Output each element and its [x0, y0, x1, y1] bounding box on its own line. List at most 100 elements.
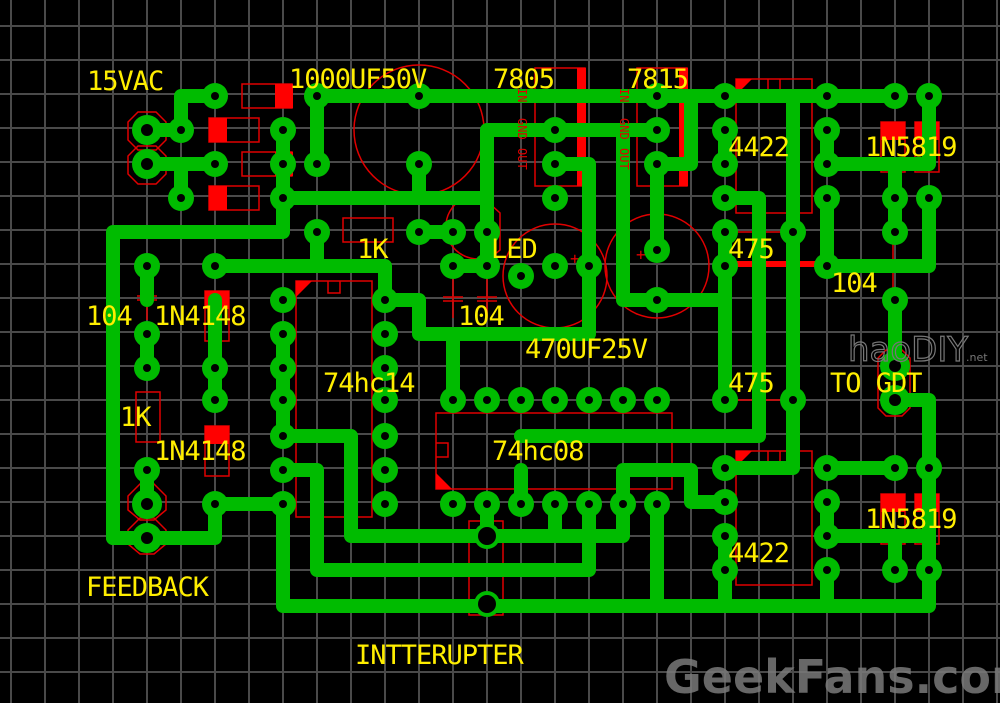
- drill-hole: [721, 566, 729, 574]
- drill-hole: [653, 160, 661, 168]
- drill-hole: [415, 160, 423, 168]
- drill-hole: [721, 194, 729, 202]
- label-1n5819-top: 1N5819: [865, 132, 957, 163]
- trace: [820, 89, 936, 239]
- drill-hole: [381, 432, 389, 440]
- drill-hole: [478, 595, 496, 613]
- driver-4422-bottom-outline: [735, 450, 813, 586]
- drill-hole: [721, 228, 729, 236]
- ic-74hc14-outline: [295, 280, 373, 518]
- label-470uf25v: 470UF25V: [525, 334, 648, 365]
- drill-hole: [279, 160, 287, 168]
- label-4422-top: 4422: [728, 132, 789, 163]
- drill-hole: [381, 296, 389, 304]
- reg-7815-heatsink: [679, 68, 688, 186]
- drill-hole: [721, 464, 729, 472]
- drill-hole: [891, 566, 899, 574]
- diode-1n4148-bottom-cathode: [205, 426, 229, 444]
- drill-hole: [381, 466, 389, 474]
- label-led: LED: [491, 234, 537, 265]
- drill-hole: [789, 228, 797, 236]
- drill-hole: [483, 262, 491, 270]
- drill-hole: [891, 296, 899, 304]
- drill-hole: [279, 126, 287, 134]
- label-74hc14: 74hc14: [323, 368, 415, 399]
- drill-hole: [211, 160, 219, 168]
- drill-hole: [141, 158, 153, 170]
- drill-hole: [653, 296, 661, 304]
- label-74hc08: 74hc08: [492, 436, 584, 467]
- drill-hole: [653, 126, 661, 134]
- label-1n4148-bottom: 1N4148: [154, 436, 246, 467]
- res-1k-left-outline: [135, 391, 161, 443]
- trace: [480, 463, 732, 613]
- drill-hole: [585, 262, 593, 270]
- drill-hole: [177, 194, 185, 202]
- label-1n5819-bottom: 1N5819: [865, 504, 957, 535]
- drill-hole: [551, 160, 559, 168]
- drill-hole: [449, 396, 457, 404]
- drill-hole: [143, 262, 151, 270]
- pin1-marker: [296, 281, 312, 297]
- label-intterupter: INTTERUPTER: [355, 640, 525, 671]
- label-1n4148-top: 1N4148: [154, 301, 246, 332]
- drill-hole: [449, 500, 457, 508]
- label-15vac: 15VAC: [87, 66, 163, 97]
- drill-hole: [823, 160, 831, 168]
- drill-hole: [925, 92, 933, 100]
- drill-hole: [551, 262, 559, 270]
- drill-hole: [889, 360, 901, 372]
- drill-hole: [823, 566, 831, 574]
- bridge-diode-cathode: [209, 118, 227, 142]
- drill-hole: [925, 194, 933, 202]
- drill-hole: [517, 272, 525, 280]
- label-475-bottom: 475: [728, 368, 774, 399]
- trace: [208, 225, 460, 341]
- schottky-bottom-cathode-1: [881, 494, 905, 512]
- drill-hole: [721, 126, 729, 134]
- pads: [132, 83, 942, 617]
- drill-hole: [381, 500, 389, 508]
- drill-hole: [483, 228, 491, 236]
- drill-hole: [653, 92, 661, 100]
- drill-hole: [891, 194, 899, 202]
- drill-hole: [891, 228, 899, 236]
- drill-hole: [721, 160, 729, 168]
- drill-hole: [721, 92, 729, 100]
- gdt-connector-outline: [877, 349, 911, 417]
- drill-hole: [585, 396, 593, 404]
- drill-hole: [143, 330, 151, 338]
- label-104-left: 104: [86, 301, 132, 332]
- feedback-connector-outline-1: [127, 483, 167, 521]
- drill-hole: [823, 498, 831, 506]
- label-104-mid: 104: [458, 301, 504, 332]
- trace: [140, 259, 290, 443]
- drill-hole: [925, 566, 933, 574]
- reg-7805-pin-gnd: GND: [515, 118, 529, 140]
- drill-hole: [313, 92, 321, 100]
- drill-hole: [449, 262, 457, 270]
- drill-hole: [141, 532, 153, 544]
- drill-hole: [823, 262, 831, 270]
- drill-hole: [177, 126, 185, 134]
- drill-hole: [925, 464, 933, 472]
- bridge-diode-cathode: [209, 186, 227, 210]
- ac-connector-outline-2: [127, 145, 167, 185]
- watermark-geekfans: GeekFans.com: [664, 650, 1000, 703]
- drill-hole: [211, 396, 219, 404]
- label-1k-left: 1K: [120, 402, 152, 433]
- drill-hole: [789, 396, 797, 404]
- drill-hole: [313, 160, 321, 168]
- schottky-top-cathode-1: [881, 122, 905, 140]
- drill-hole: [619, 500, 627, 508]
- drill-hole: [211, 262, 219, 270]
- drill-hole: [381, 330, 389, 338]
- reg-7815-pin-in: IN: [617, 88, 631, 102]
- drill-hole: [279, 466, 287, 474]
- drill-hole: [823, 194, 831, 202]
- drill-hole: [449, 228, 457, 236]
- label-475-top: 475: [728, 234, 774, 265]
- drill-hole: [279, 330, 287, 338]
- drill-hole: [619, 396, 627, 404]
